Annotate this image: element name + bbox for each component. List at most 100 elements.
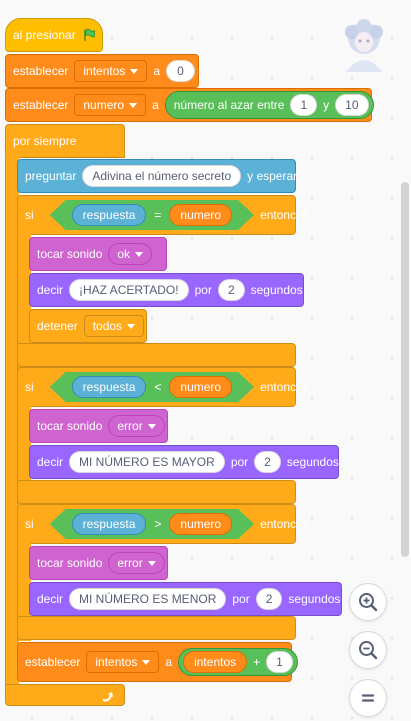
ask-suffix: y esperar [247,169,298,183]
variable-name: intentos [95,655,138,669]
if-bottom [17,343,296,367]
random-min-input[interactable]: 1 [290,94,318,116]
less-than-operator[interactable]: respuesta < numero [50,372,254,402]
for-label: por [194,283,212,297]
dropdown-caret-icon [130,68,139,74]
to-label: a [165,655,173,669]
set-label: establecer [25,655,81,669]
message-input[interactable]: MI NÚMERO ES MENOR [69,588,227,610]
green-flag-icon [83,28,95,41]
variable-dropdown[interactable]: intentos [74,60,148,82]
and-label: y [323,98,330,112]
set-label: establecer [13,98,69,112]
for-label: por [230,455,249,469]
dropdown-caret-icon [147,560,156,566]
sound-name: ok [117,247,131,261]
random-max-input[interactable]: 10 [335,94,369,116]
say-for-secs-block[interactable]: decir MI NÚMERO ES MAYOR por 2 segundos [29,445,339,479]
add-value-input[interactable]: 1 [266,651,293,673]
then-label: entonces [260,380,309,394]
say-for-secs-block[interactable]: decir ¡HAZ ACERTADO! por 2 segundos [29,273,304,307]
if-arm [17,232,31,372]
add-operator[interactable]: intentos + 1 [178,648,298,676]
zoom-out-icon [359,641,378,660]
variable-dropdown[interactable]: numero [74,94,147,116]
numero-reporter[interactable]: numero [169,376,232,398]
sound-dropdown[interactable]: ok [108,243,153,265]
when-flag-clicked-block[interactable]: al presionar [5,18,103,52]
message-input[interactable]: MI NÚMERO ES MAYOR [69,451,225,473]
pick-random-reporter[interactable]: número al azar entre 1 y 10 [164,91,374,119]
sprite-thumbnail [338,18,390,72]
ask-and-wait-block[interactable]: preguntar Adivina el número secreto y es… [17,159,298,193]
set-variable-block[interactable]: establecer intentos a 0 [5,54,199,88]
intentos-reporter[interactable]: intentos [183,651,248,673]
dropdown-caret-icon [147,423,156,429]
seconds-input[interactable]: 2 [217,279,245,301]
for-label: por [232,592,250,606]
stop-option: todos [92,319,123,333]
if-bottom [17,616,296,640]
play-sound-label: tocar sonido [37,419,103,433]
to-label: a [153,64,161,78]
set-variable-block[interactable]: establecer intentos a intentos + 1 [17,642,298,682]
variable-name: numero [83,98,125,112]
seconds-label: segundos [286,455,339,469]
dropdown-caret-icon [129,102,138,108]
forever-bottom [5,684,125,706]
zoom-in-icon [359,593,378,612]
zoom-reset-button[interactable] [349,679,387,717]
question-input[interactable]: Adivina el número secreto [82,165,242,187]
numero-reporter[interactable]: numero [169,513,232,535]
sound-dropdown[interactable]: error [108,415,165,437]
play-sound-block[interactable]: tocar sonido error [29,409,168,443]
say-label: decir [37,283,64,297]
operator-symbol: + [253,655,261,669]
loop-arrow-icon [102,692,113,702]
seconds-label: segundos [250,283,303,297]
if-block[interactable]: si respuesta < numero entonces [17,367,309,407]
play-sound-block[interactable]: tocar sonido error [29,546,168,580]
hat-label: al presionar [13,28,76,42]
answer-reporter[interactable]: respuesta [72,513,147,535]
ask-label: preguntar [25,169,77,183]
operator-symbol: < [154,380,162,394]
sound-name: error [117,419,143,433]
variable-name: intentos [83,64,126,78]
zoom-out-button[interactable] [349,631,387,669]
answer-reporter[interactable]: respuesta [72,376,147,398]
seconds-input[interactable]: 2 [254,451,281,473]
play-sound-label: tocar sonido [37,556,103,570]
forever-arm [5,156,19,686]
sound-name: error [117,556,143,570]
stop-label: detener [37,319,78,333]
forever-block[interactable]: por siempre [5,124,125,158]
answer-reporter[interactable]: respuesta [72,204,147,226]
to-label: a [152,98,159,112]
zoom-reset-icon [361,694,375,702]
stop-block[interactable]: detener todos [29,309,147,343]
sound-dropdown[interactable]: error [108,552,165,574]
equals-operator[interactable]: respuesta = numero [50,200,254,230]
forever-label: por siempre [13,134,77,148]
greater-than-operator[interactable]: respuesta > numero [50,509,254,539]
if-block[interactable]: si respuesta > numero entonces [17,504,309,544]
set-variable-block[interactable]: establecer numero a número al azar entre… [5,88,374,122]
message-input[interactable]: ¡HAZ ACERTADO! [69,279,189,301]
value-input[interactable]: 0 [166,60,195,82]
zoom-in-button[interactable] [349,583,387,621]
set-label: establecer [13,64,69,78]
say-label: decir [37,455,64,469]
operator-symbol: = [154,208,162,222]
if-block[interactable]: si respuesta = numero entonces [17,195,309,235]
play-sound-block[interactable]: tocar sonido ok [29,237,167,271]
numero-reporter[interactable]: numero [169,204,232,226]
vertical-scrollbar[interactable] [401,182,409,557]
say-for-secs-block[interactable]: decir MI NÚMERO ES MENOR por 2 segundos [29,582,342,616]
play-sound-label: tocar sonido [37,247,103,261]
stop-dropdown[interactable]: todos [83,315,145,337]
dropdown-caret-icon [127,323,136,329]
if-label: si [25,208,34,222]
seconds-input[interactable]: 2 [255,588,283,610]
variable-dropdown[interactable]: intentos [86,651,160,673]
